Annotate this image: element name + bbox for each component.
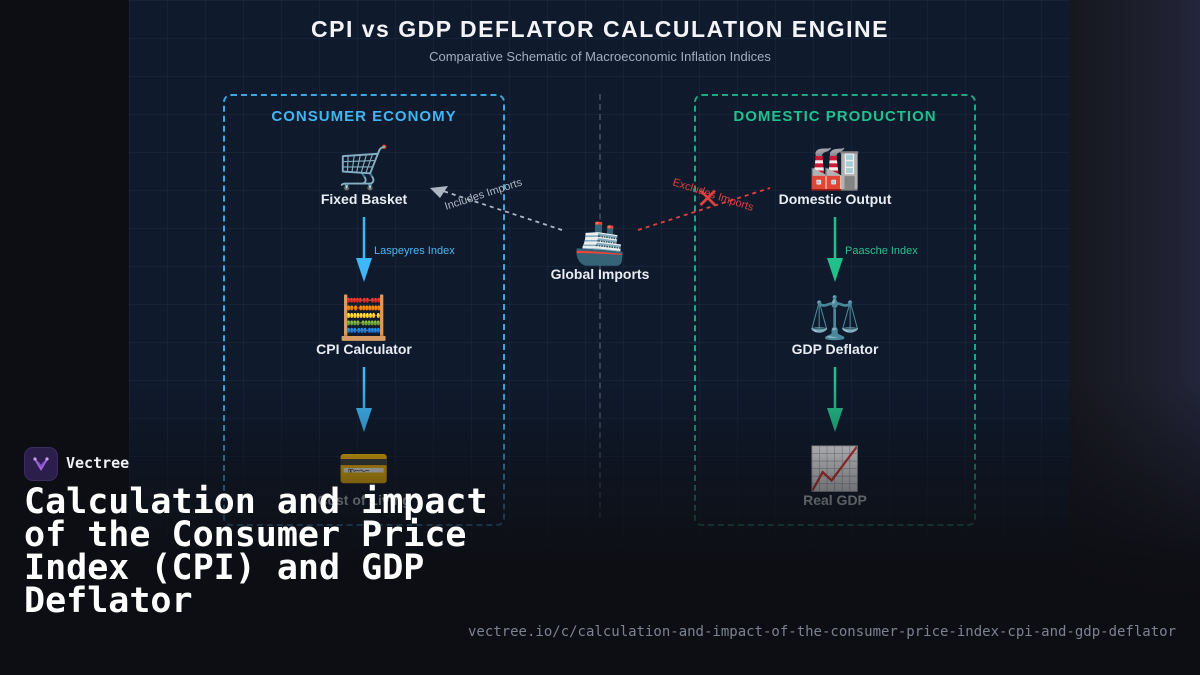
vectree-logo-icon [24, 447, 58, 481]
factory-icon: 🏭 [808, 144, 862, 191]
diagram-subtitle: Comparative Schematic of Macroeconomic I… [429, 49, 771, 64]
balance-scale-icon: ⚖️ [808, 294, 862, 341]
brand-name: Vectree [66, 454, 130, 472]
node-gdp-deflator: ⚖️ GDP Deflator [755, 294, 915, 358]
excluded-cross-icon: ✕ [696, 182, 719, 215]
shopping-cart-icon: 🛒 [337, 144, 391, 191]
laspeyres-label: Laspeyres Index [374, 245, 455, 257]
node-domestic-output: 🏭 Domestic Output [755, 144, 915, 208]
real-gdp-label: Real GDP [803, 492, 867, 508]
source-url: vectree.io/c/calculation-and-impact-of-t… [467, 624, 1176, 640]
excludes-imports-link [637, 187, 771, 231]
arrowhead-output-to-deflator [827, 258, 843, 282]
gdp-deflator-label: GDP Deflator [791, 341, 879, 357]
chart-increasing-icon: 📈 [808, 445, 862, 492]
global-imports-label: Global Imports [550, 266, 650, 282]
page-headline: Calculation and impact of the Consumer P… [24, 482, 488, 621]
fixed-basket-label: Fixed Basket [320, 191, 408, 207]
node-cpi-calculator: 🧮 CPI Calculator [284, 294, 444, 358]
domestic-production-title: DOMESTIC PRODUCTION [733, 108, 937, 125]
includes-imports-link [439, 189, 563, 231]
arrowhead-deflator-to-realgdp [827, 408, 843, 432]
center-divider [599, 94, 601, 518]
paasche-label: Paasche Index [845, 245, 918, 257]
node-fixed-basket: 🛒 Fixed Basket [284, 144, 444, 208]
cpi-calculator-label: CPI Calculator [316, 341, 412, 357]
arrowhead-cpi-to-cost [356, 408, 372, 432]
consumer-economy-title: CONSUMER ECONOMY [271, 108, 457, 125]
domestic-output-label: Domestic Output [778, 191, 892, 207]
includes-imports-arrowhead [430, 186, 448, 198]
ship-icon: 🚢 [573, 219, 627, 266]
arrowhead-basket-to-cpi [356, 258, 372, 282]
abacus-icon: 🧮 [337, 294, 391, 341]
diagram-title: CPI vs GDP DEFLATOR CALCULATION ENGINE [311, 16, 889, 42]
node-real-gdp: 📈 Real GDP [755, 445, 915, 509]
node-global-imports: 🚢 Global Imports [520, 219, 680, 283]
